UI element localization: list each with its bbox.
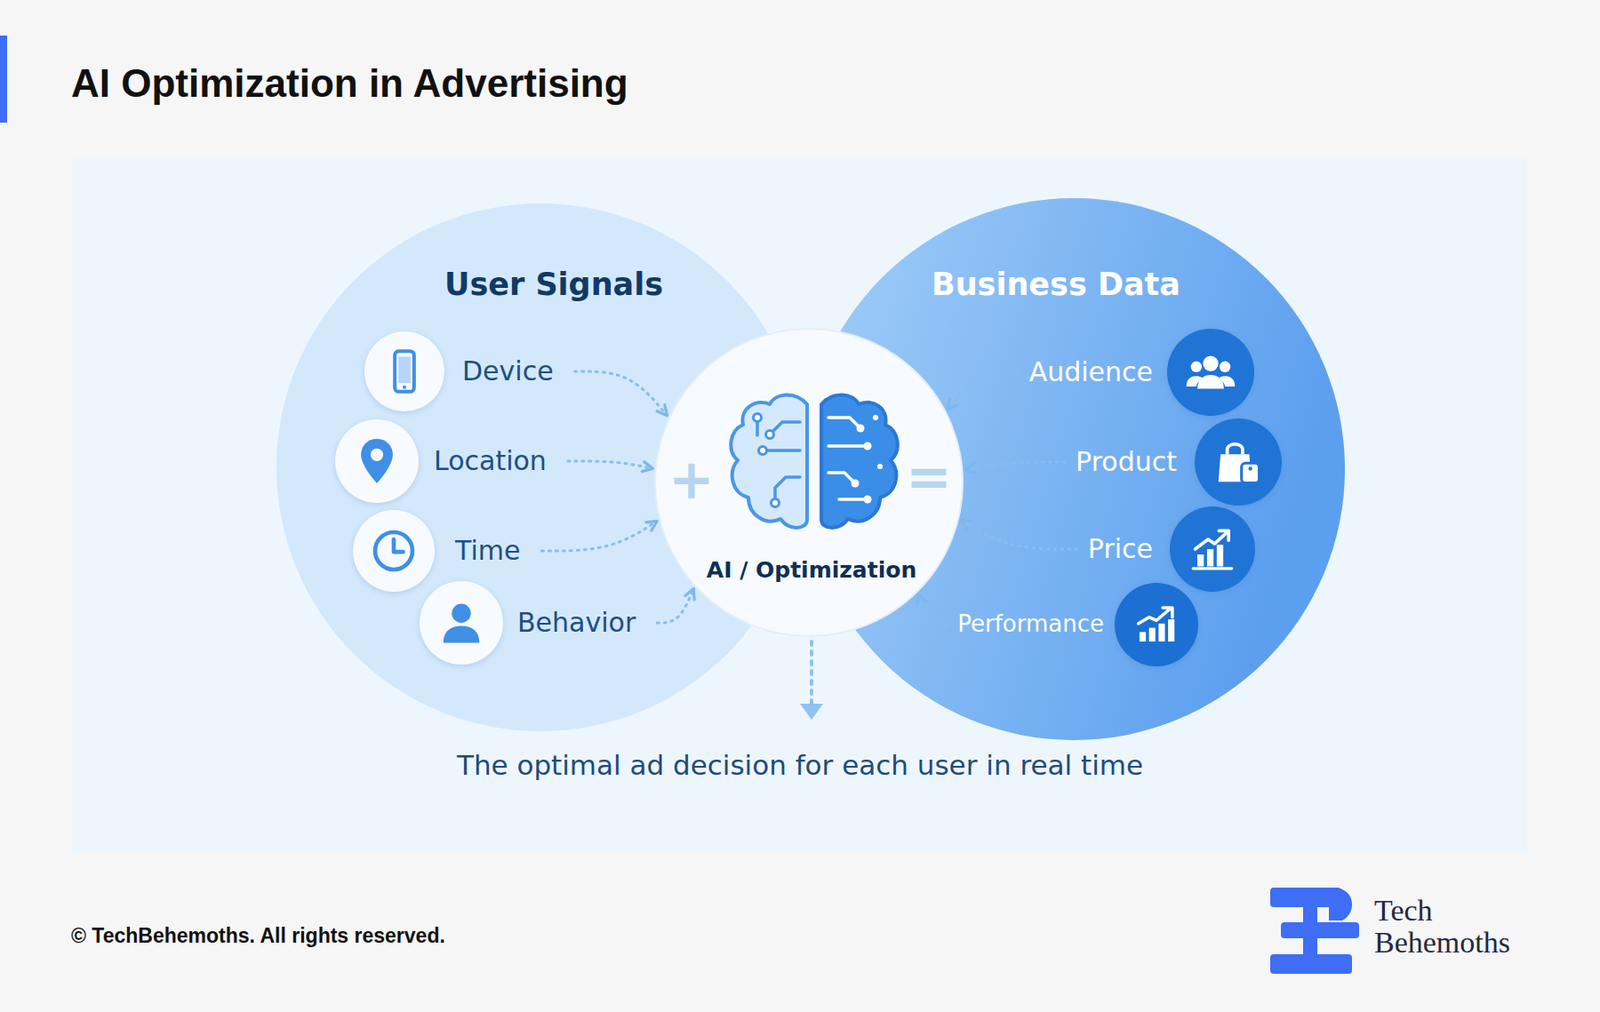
node-label: Price bbox=[1088, 533, 1153, 566]
node-label: Location bbox=[433, 445, 547, 478]
dotted-arrow bbox=[541, 521, 656, 552]
dotted-arrow bbox=[961, 520, 1078, 550]
icon-label-node: Location bbox=[334, 418, 547, 504]
icon-disc bbox=[334, 418, 420, 504]
node-shape bbox=[654, 328, 964, 638]
icon-label-node: Product bbox=[1075, 417, 1283, 507]
node-outline bbox=[352, 510, 435, 592]
icon-disc bbox=[1166, 328, 1256, 417]
node-heading: User Signals bbox=[288, 264, 819, 304]
diagram-panel bbox=[71, 158, 1528, 853]
node-heading: Business Data bbox=[784, 264, 1328, 304]
node-outline bbox=[1194, 418, 1282, 506]
node-icon bbox=[1138, 608, 1175, 642]
node-outline bbox=[655, 328, 963, 637]
node-label: Performance bbox=[957, 610, 1104, 639]
icon-label-node: Performance bbox=[957, 582, 1200, 668]
node-icon bbox=[1218, 444, 1260, 484]
dotted-arrow bbox=[948, 372, 1019, 410]
node-label: Device bbox=[462, 355, 554, 388]
icon-disc bbox=[352, 509, 436, 593]
brain-icon bbox=[730, 394, 897, 528]
node-icon bbox=[394, 351, 415, 392]
node-outline bbox=[1167, 328, 1255, 416]
dotted-arrow bbox=[568, 461, 653, 469]
node-outline bbox=[419, 581, 504, 665]
diagram-title: AI Optimization in Advertising bbox=[71, 60, 629, 107]
dotted-arrow bbox=[656, 589, 694, 624]
connector-group bbox=[541, 371, 1077, 625]
node-label: Time bbox=[455, 535, 520, 568]
node-label: Audience bbox=[1029, 356, 1153, 389]
label-text: Tech Behemoths bbox=[1374, 895, 1511, 960]
node-label: Product bbox=[1075, 446, 1177, 479]
node-icon bbox=[360, 439, 393, 484]
node-icon bbox=[1186, 355, 1236, 389]
dotted-arrow bbox=[575, 371, 667, 416]
icon-label-node: Device bbox=[363, 330, 554, 413]
icon-label-node: Audience bbox=[1029, 328, 1256, 417]
node-outline bbox=[1169, 506, 1256, 592]
dotted-arrow bbox=[918, 595, 947, 625]
dotted-arrow bbox=[965, 462, 1065, 471]
label-text: © TechBehemoths. All rights reserved. bbox=[71, 923, 446, 949]
output-arrow bbox=[800, 641, 824, 720]
node-icon bbox=[1192, 530, 1232, 569]
circle-node: AI / Optimization bbox=[654, 328, 964, 638]
node-icon bbox=[443, 604, 480, 644]
node-outline bbox=[335, 419, 419, 504]
icon-disc bbox=[363, 330, 446, 413]
icon-disc bbox=[1193, 417, 1283, 507]
icon-label-node: Price bbox=[1088, 505, 1256, 593]
icon-disc bbox=[1113, 582, 1200, 668]
icon-disc bbox=[1168, 505, 1256, 593]
node-outline bbox=[364, 331, 445, 412]
node-icon bbox=[375, 532, 413, 570]
brand-logo bbox=[1270, 888, 1360, 975]
icon-disc bbox=[418, 580, 504, 666]
node-heading: AI / Optimization bbox=[656, 556, 967, 585]
accent-bar bbox=[0, 35, 8, 123]
icon-label-node: Time bbox=[352, 509, 520, 593]
node-outline bbox=[1114, 583, 1199, 667]
caption-text: The optimal ad decision for each user in… bbox=[266, 748, 1334, 783]
icon-label-node: Behavior bbox=[418, 580, 636, 666]
node-label: Behavior bbox=[517, 607, 636, 640]
